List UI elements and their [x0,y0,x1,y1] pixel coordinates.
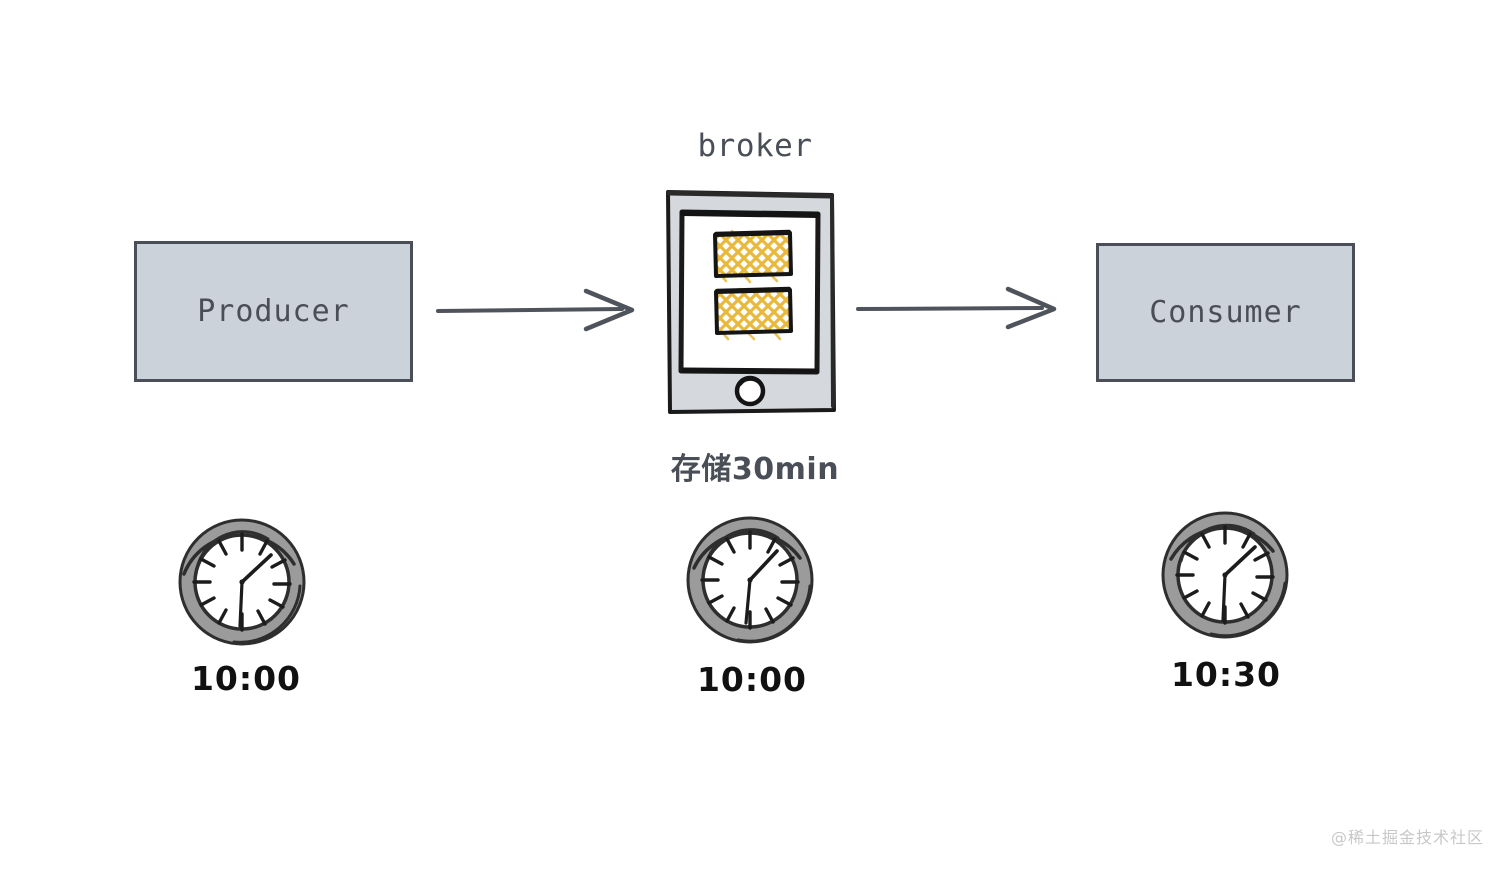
broker-title: broker [600,128,910,164]
broker-device-icon [666,190,836,414]
broker-clock-time-text: 10:00 [696,660,808,699]
clock-hands [1221,545,1257,622]
producer-clock-time: 10:00 [146,659,346,698]
watermark-text: @稀土掘金技术社区 [1330,828,1484,847]
consumer-clock-time: 10:30 [1126,655,1326,694]
broker-title-text: broker [697,128,813,164]
consumer-clock-icon [1161,511,1289,639]
producer-node: Producer [134,241,413,382]
broker-clock-icon [686,516,814,644]
broker-message-block-1 [713,229,793,284]
consumer-label: Consumer [1149,295,1302,330]
arrow-broker-to-consumer [856,286,1057,330]
clock-hands [238,553,273,628]
arrow-producer-to-broker [436,288,635,332]
producer-clock-icon [178,518,306,646]
broker-clock-time: 10:00 [652,660,852,699]
consumer-node: Consumer [1096,243,1355,382]
producer-clock-time-text: 10:00 [190,659,302,698]
device-home-button [734,375,766,407]
watermark: @稀土掘金技术社区 [1331,824,1484,848]
clock-ticks [700,530,800,630]
clock-ticks [1175,525,1275,625]
clock-ticks [192,532,292,632]
producer-label: Producer [197,294,350,329]
broker-storage-note: 存储30min [600,444,910,488]
clock-hands [744,549,779,625]
broker-storage-note-text: 存储30min [670,452,840,487]
broker-message-block-2 [714,286,793,341]
consumer-clock-time-text: 10:30 [1170,655,1282,694]
